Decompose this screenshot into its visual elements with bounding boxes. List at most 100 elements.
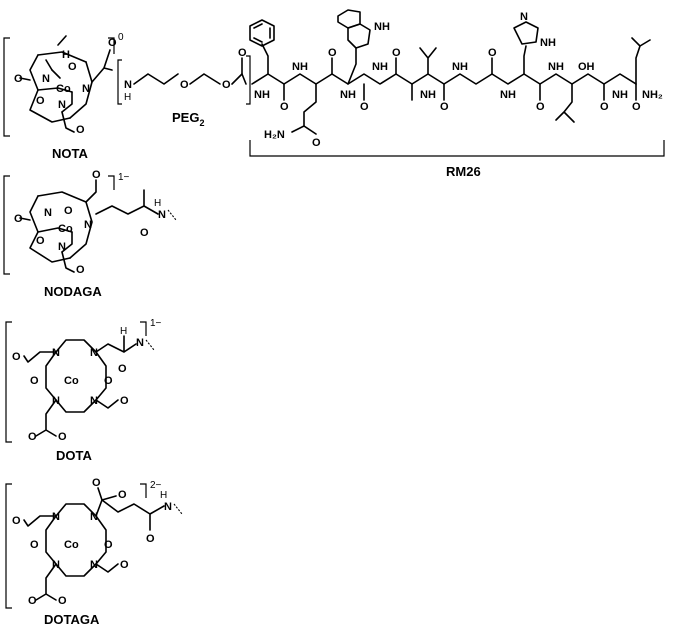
dota-nh: N [136, 337, 144, 349]
nota-label: NOTA [52, 146, 88, 161]
nota-bracket-right [108, 37, 115, 54]
rm-o8: O [600, 101, 609, 113]
dotaga-o8: O [118, 489, 127, 501]
gln-h2n: H₂N [264, 129, 285, 141]
nota-rm26-conjugate: 0 O N H O Co N O N O O NOTA [3, 9, 665, 179]
nota-n2: N [82, 83, 90, 95]
dotaga-bracket-right [140, 483, 147, 498]
peg-carbonyl-o: O [238, 47, 247, 59]
nodaga-label: NODAGA [44, 284, 102, 299]
nota-o2: O [68, 61, 77, 73]
sta-oh: OH [578, 61, 595, 73]
dotaga-o7: O [92, 477, 101, 489]
peg-h: H [124, 92, 131, 103]
dota-n1: N [52, 347, 60, 359]
nota-co: Co [56, 83, 71, 95]
dota-n3: N [52, 395, 60, 407]
nodaga-o6: O [140, 227, 149, 239]
rm-nh5: NH [420, 89, 436, 101]
dotaga-o2: O [30, 539, 39, 551]
nota-o3: O [36, 95, 45, 107]
nota-bracket-left [3, 37, 10, 137]
peg2-linker: N H O O O [117, 47, 251, 105]
dotaga-o6: O [58, 595, 67, 607]
rm-o7: O [536, 101, 545, 113]
dota-attachment-wavy [145, 339, 155, 351]
rm-nh2-terminal: NH₂ [642, 89, 663, 101]
dotaga-charge: 2− [150, 480, 162, 491]
nota-o4: O [76, 124, 85, 136]
peg-o1: O [180, 79, 189, 91]
his-n: N [520, 11, 528, 23]
rm-o5: O [440, 101, 449, 113]
dota-o7: O [118, 363, 127, 375]
rm-nh3: NH [340, 89, 356, 101]
dota-o5: O [28, 431, 37, 443]
nodaga-complex: 1− O N O Co N O N O O O N H [3, 169, 177, 276]
dotaga-co: Co [64, 539, 79, 551]
nodaga-o2: O [64, 205, 73, 217]
nodaga-o1: O [14, 213, 23, 225]
nota-o1: O [14, 73, 23, 85]
dotaga-nh: N [164, 501, 172, 513]
nota-charge: 0 [118, 32, 124, 43]
rm26-label: RM26 [446, 164, 481, 179]
gln-o: O [312, 137, 321, 149]
dota-charge: 1− [150, 318, 162, 329]
rm26-underbracket [249, 140, 665, 157]
nodaga-bracket-left [3, 175, 10, 275]
rm-nh9: NH [612, 89, 628, 101]
dota-o1: O [12, 351, 21, 363]
nodaga-co: Co [58, 223, 73, 235]
nodaga-attachment-wavy [167, 209, 177, 221]
nodaga-o5: O [92, 169, 101, 181]
dota-label: DOTA [56, 448, 92, 463]
nodaga-bracket-right [108, 175, 115, 190]
nota-n1: N [42, 73, 50, 85]
dotaga-n2: N [90, 511, 98, 523]
dotaga-n1: N [52, 511, 60, 523]
nodaga-nh: N [158, 209, 166, 221]
dotaga-label: DOTAGA [44, 612, 100, 627]
nodaga-charge: 1− [118, 172, 130, 183]
rm26-peptide: O O O O O O O O O NH NH NH NH NH NH NH N [249, 9, 663, 149]
dota-n2: N [90, 347, 98, 359]
rm-o6: O [488, 47, 497, 59]
dotaga-complex: 2− O N N O Co O N N O O O O O O N H [5, 477, 183, 609]
nota-carbonyl-o: O [108, 37, 117, 49]
dota-bracket-left [5, 321, 12, 443]
rm-o2: O [328, 47, 337, 59]
nodaga-h: H [154, 198, 161, 209]
his-nh: NH [540, 37, 556, 49]
dota-o2: O [30, 375, 39, 387]
dotaga-o5: O [28, 595, 37, 607]
dotaga-o4: O [120, 559, 129, 571]
nota-h: H [62, 49, 70, 61]
nota-cage: O N H O Co N O N O O [14, 35, 117, 136]
rm-nh6: NH [452, 61, 468, 73]
rm-o4: O [392, 47, 401, 59]
dotaga-o1: O [12, 515, 21, 527]
rm-o1: O [280, 101, 289, 113]
dota-o4: O [120, 395, 129, 407]
dota-complex: 1− O N N O Co O N N O O O O N H [5, 318, 162, 443]
peg-label: PEG2 [172, 110, 204, 128]
dotaga-o3: O [104, 539, 113, 551]
dotaga-o9: O [146, 533, 155, 545]
dota-o6: O [58, 431, 67, 443]
nota-n3: N [58, 99, 66, 111]
trp-nh: NH [374, 21, 390, 33]
nodaga-o3: O [36, 235, 45, 247]
rm-nh4: NH [372, 61, 388, 73]
rm-nh1: NH [254, 89, 270, 101]
dotaga-h: H [160, 490, 167, 501]
nodaga-n2: N [84, 219, 92, 231]
rm-o9: O [632, 101, 641, 113]
dotaga-bracket-left [5, 483, 12, 609]
dotaga-attachment-wavy [173, 503, 183, 515]
rm-nh2: NH [292, 61, 308, 73]
rm-nh7: NH [500, 89, 516, 101]
nodaga-o4: O [76, 264, 85, 276]
peg-n: N [124, 79, 132, 91]
